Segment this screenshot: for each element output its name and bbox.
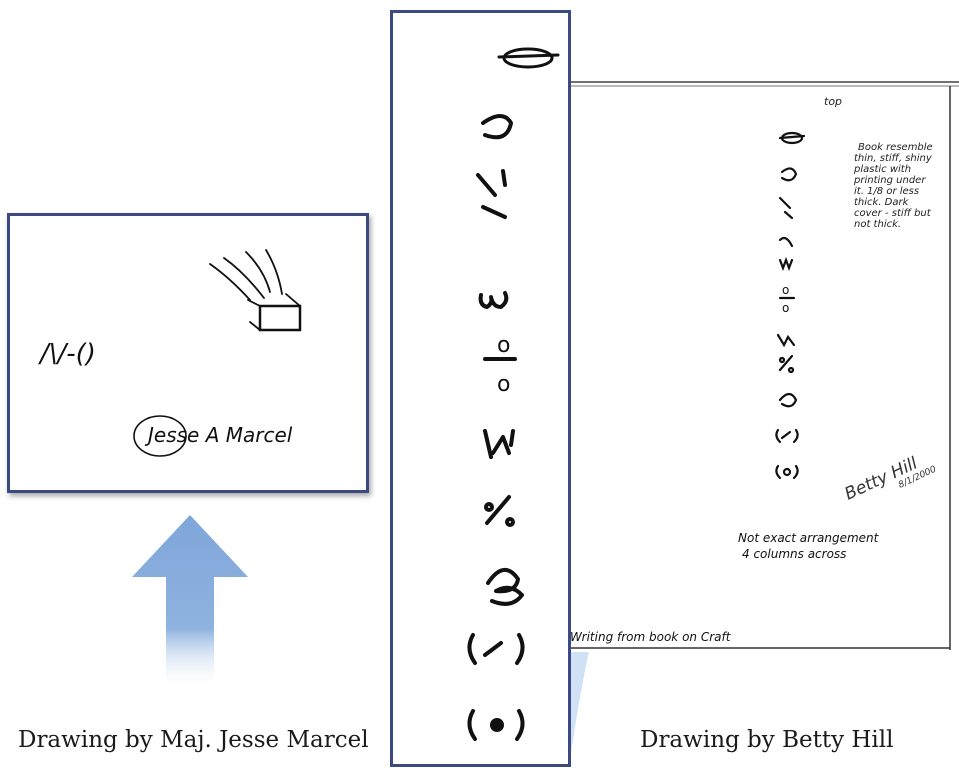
symbol-column-small: o o [775,131,806,480]
marcel-signature: Jesse A Marcel [144,423,293,447]
marcel-sketch: /\/-() Jesse A Marcel [38,249,302,457]
svg-text:o: o [782,301,789,315]
enlarged-symbols: o o [467,47,560,741]
note-bottom-line-2: 4 columns across [742,547,846,561]
svg-text:it. 1/8 or less: it. 1/8 or less [854,186,919,197]
caption-marcel: Drawing by Maj. Jesse Marcel [18,727,369,753]
svg-text:cover - stiff but: cover - stiff but [854,208,932,219]
svg-text:o: o [497,333,510,358]
svg-text:thin, stiff, shiny: thin, stiff, shiny [854,153,933,164]
betty-hill-drawing: top o o Book resemble thin, stiff, shiny… [570,80,959,652]
svg-text:thick. Dark: thick. Dark [854,197,910,208]
marcel-symbols: /\/-() [38,339,96,369]
marcel-drawing: /\/-() Jesse A Marcel [7,213,369,493]
svg-text:printing under: printing under [853,175,926,186]
note-right: Book resemble thin, stiff, shiny plastic… [853,142,933,230]
svg-text:Book resemble: Book resemble [858,142,933,153]
symbol-column-enlarged: o o [390,10,571,767]
betty-hill-sketch: top o o Book resemble thin, stiff, shiny… [570,81,959,650]
sheet-top-label: top [824,95,842,108]
pointer-arrow-up [132,515,248,690]
caption-betty-hill: Drawing by Betty Hill [640,727,894,753]
svg-text:o: o [497,372,510,397]
note-bottom-line-1: Not exact arrangement [738,531,880,545]
sheet-footer: Writing from book on Craft [570,630,732,644]
svg-text:not thick.: not thick. [854,219,901,230]
svg-text:o: o [782,283,789,297]
svg-text:plastic with: plastic with [853,164,911,175]
